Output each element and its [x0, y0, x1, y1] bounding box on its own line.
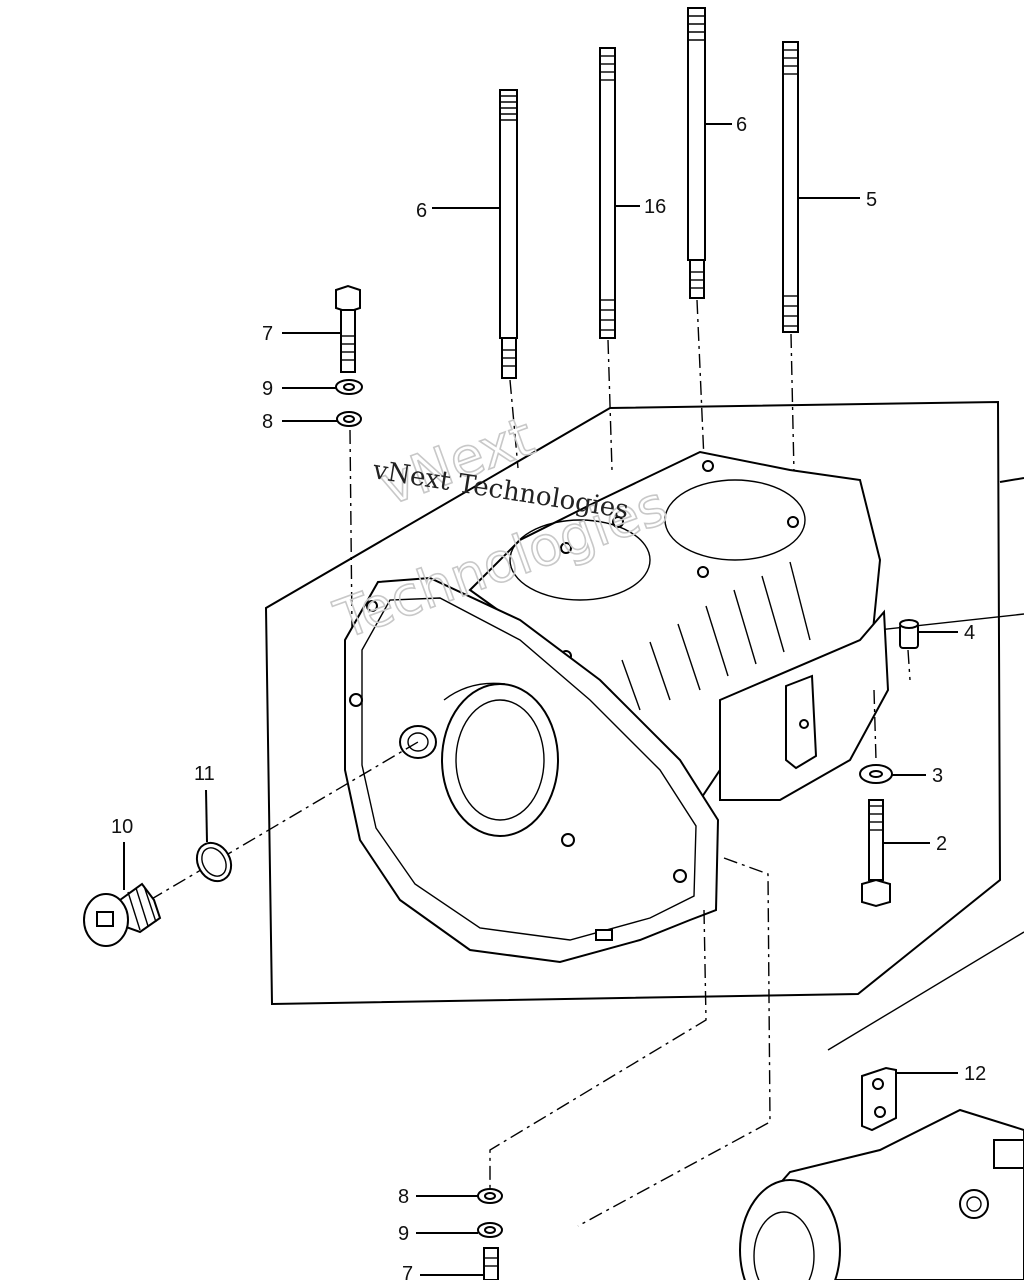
callout-8-top: 8: [262, 411, 273, 433]
starter-motor: [739, 1108, 1024, 1280]
dowel-center-line: [907, 649, 911, 681]
stud-part-5: [782, 41, 799, 333]
crankcase-housing: [344, 450, 890, 964]
lower-center-lines: [489, 857, 771, 1227]
plug-center-line: [149, 741, 419, 901]
drain-plug-part-10: [83, 882, 162, 947]
stud-part-16: [599, 47, 616, 339]
washer-part-9-bottom: [477, 1222, 503, 1238]
callout-12: 12: [964, 1063, 986, 1085]
callout-16: 16: [644, 196, 666, 218]
callout-3: 3: [932, 765, 943, 787]
bolt-2-center-line: [873, 689, 877, 761]
callout-10: 10: [111, 816, 133, 838]
callout-8-bottom: 8: [398, 1186, 409, 1208]
bolt-part-7-bottom: [483, 1247, 499, 1280]
callout-7-top: 7: [262, 323, 273, 345]
assembly-frame: [264, 400, 1024, 1051]
leader-lines: [123, 123, 958, 1276]
plate-part-12: [861, 1066, 897, 1132]
o-ring-part-11: [195, 841, 233, 883]
dowel-part-4: [899, 619, 919, 649]
stud-part-6-left: [499, 89, 518, 379]
bolt-part-2: [861, 799, 891, 908]
callout-4: 4: [964, 622, 975, 644]
washer-part-8-bottom: [477, 1188, 503, 1204]
washer-part-3: [859, 764, 893, 784]
callout-6-left: 6: [416, 200, 427, 222]
callout-2: 2: [936, 833, 947, 855]
bolt-part-7-top: [335, 284, 361, 373]
callout-7-bottom: 7: [402, 1263, 413, 1280]
bolt-7-center-line: [349, 429, 353, 631]
callout-5: 5: [866, 189, 877, 211]
callout-9-top: 9: [262, 378, 273, 400]
callout-9-bottom: 9: [398, 1223, 409, 1245]
callout-6-right: 6: [736, 114, 747, 136]
washer-part-8-top: [336, 411, 362, 427]
stud-part-6-right: [687, 7, 706, 299]
callout-11: 11: [194, 763, 215, 785]
washer-part-9-top: [335, 379, 363, 395]
